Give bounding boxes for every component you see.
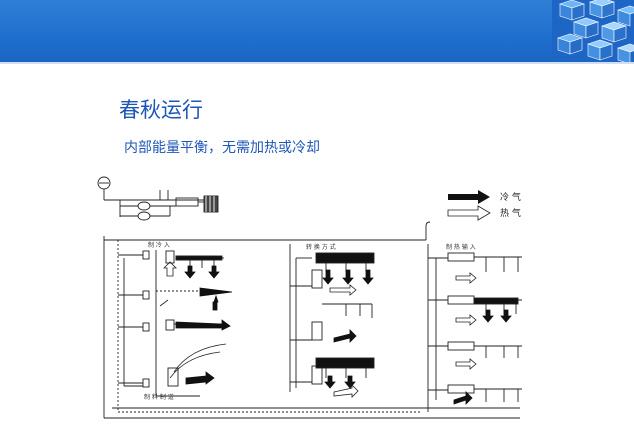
hot-arrow-icon bbox=[447, 205, 491, 221]
page-title: 春秋运行 bbox=[119, 98, 203, 122]
legend bbox=[447, 190, 491, 221]
svg-text:制 冷 入: 制 冷 入 bbox=[148, 241, 170, 249]
svg-text:制 料 制 道: 制 料 制 道 bbox=[144, 393, 174, 401]
legend-hot-label: 热 气 bbox=[500, 209, 521, 219]
gauge-icon bbox=[97, 176, 111, 190]
legend-cold-label: 冷 气 bbox=[500, 193, 521, 203]
page-subtitle: 内部能量平衡，无需加热或冷却 bbox=[124, 140, 320, 156]
cube-pattern-logo bbox=[552, 0, 634, 62]
svg-text:转 换 方 式: 转 换 方 式 bbox=[306, 243, 336, 251]
header-banner bbox=[0, 0, 634, 62]
banner-divider bbox=[0, 62, 634, 64]
fan-coil-icon bbox=[175, 252, 519, 402]
compressor-icon bbox=[137, 195, 219, 221]
svg-text:制 热 输 入: 制 热 输 入 bbox=[446, 243, 476, 251]
cold-arrow-icon bbox=[448, 190, 490, 204]
